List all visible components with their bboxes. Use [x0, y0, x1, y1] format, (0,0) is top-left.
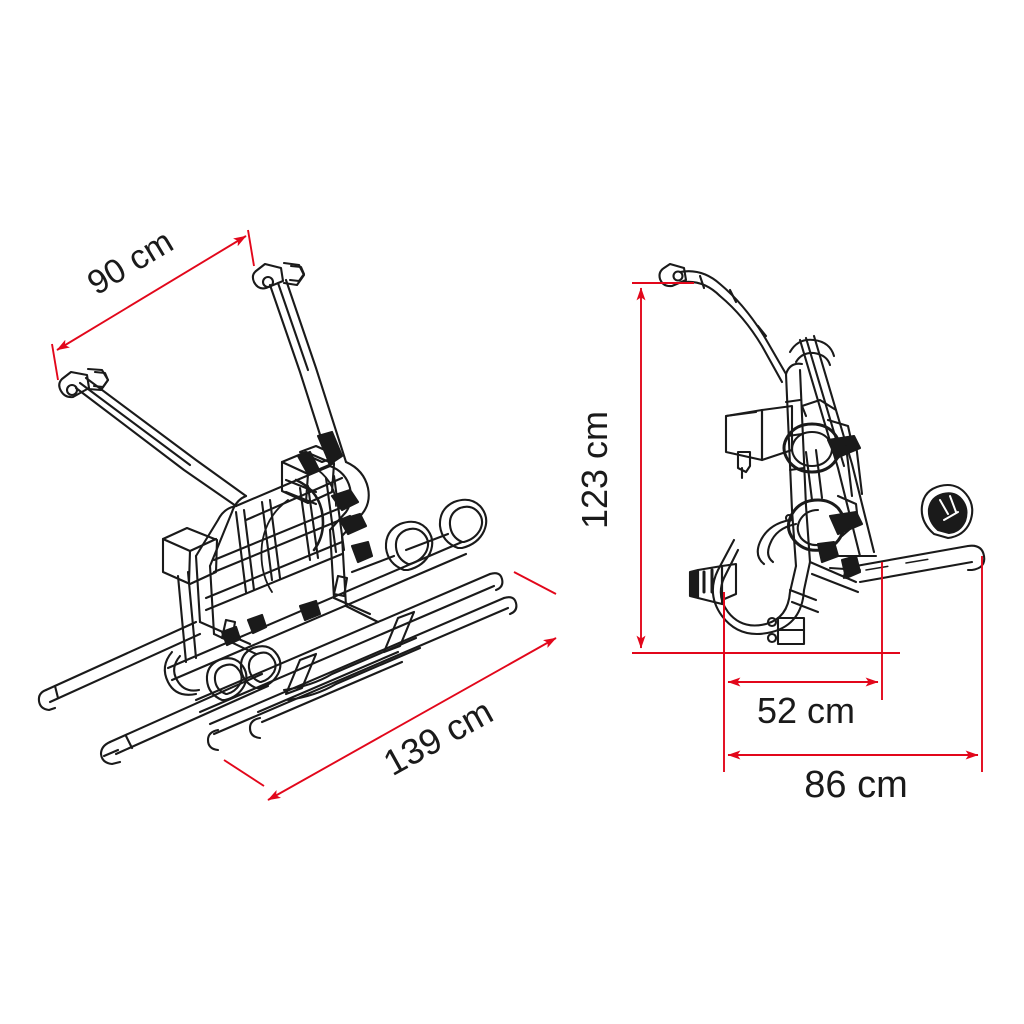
side-view-linework — [658, 262, 986, 646]
dimension-123cm: 123 cm — [574, 282, 900, 654]
perspective-view-linework — [37, 261, 518, 766]
ext-line-90-right — [247, 229, 255, 267]
dimension-label-123cm: 123 cm — [574, 411, 615, 529]
dimension-line-90 — [56, 235, 247, 351]
ext-line-90-left — [51, 343, 59, 381]
dimension-label-86cm: 86 cm — [804, 764, 907, 806]
dimension-label-90cm: 90 cm — [81, 222, 180, 302]
dimension-86cm: 86 cm — [723, 556, 983, 806]
ext-line-139-bottom — [223, 759, 265, 787]
dimension-52cm: 52 cm — [723, 562, 883, 731]
dimension-139cm: 139 cm — [223, 571, 557, 801]
dimension-90cm: 90 cm — [51, 222, 255, 381]
ext-line-139-top — [513, 571, 557, 595]
dimension-line-139 — [267, 637, 557, 801]
dimension-label-52cm: 52 cm — [757, 690, 855, 731]
